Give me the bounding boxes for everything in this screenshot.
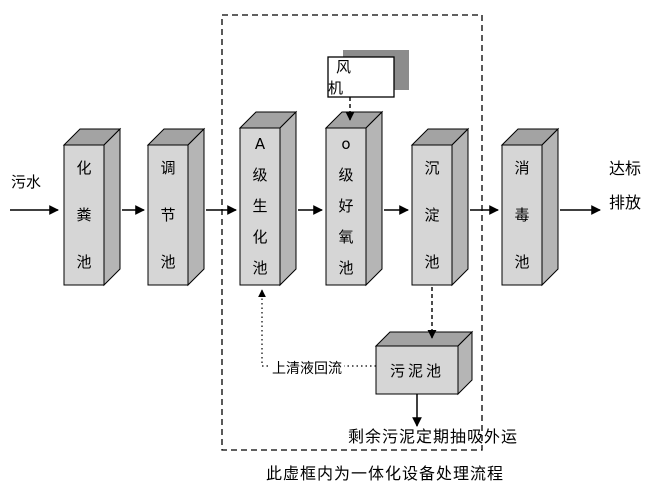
label-regulating-tank: 调节池 [148, 145, 188, 285]
label-a-stage-tank-text: A级生化池 [252, 135, 268, 277]
arrow-supernatant-reflux [258, 289, 376, 367]
fan-label: 风 机 [328, 58, 360, 97]
label-a-stage-tank: A级生化池 [240, 128, 280, 285]
box-sludge-tank [374, 330, 474, 396]
box-a-stage-biochemical-tank [238, 110, 298, 287]
label-septic-tank: 化粪池 [64, 145, 104, 285]
fan-box-body [327, 56, 395, 98]
label-disinfection-tank-text: 消毒池 [514, 158, 530, 271]
label-o-stage-tank-text: o级好氧池 [338, 135, 354, 277]
sludge-removal-note: 剩余污泥定期抽吸外运 [348, 427, 519, 446]
effluent-label: 达标排放 [608, 159, 641, 212]
label-sedimentation-tank-text: 沉淀池 [424, 158, 440, 271]
label-disinfection-tank: 消毒池 [502, 145, 542, 285]
label-regulating-tank-text: 调节池 [160, 158, 176, 271]
sludge-tank-label: 污泥池 [389, 361, 444, 380]
label-septic-tank-text: 化粪池 [76, 158, 92, 271]
diagram-caption: 此虚框内为一体化设备处理流程 [266, 464, 505, 483]
box-o-stage-aerobic-tank [324, 110, 384, 287]
box-regulating-tank [146, 127, 206, 287]
box-sedimentation-tank [410, 127, 470, 287]
supernatant-reflux-label: 上清液回流 [270, 358, 344, 378]
label-o-stage-tank: o级好氧池 [326, 128, 366, 285]
label-sedimentation-tank: 沉淀池 [412, 145, 452, 285]
integrated-equipment-dashed-frame [221, 14, 483, 451]
box-septic-tank [62, 127, 122, 287]
box-disinfection-tank [500, 127, 560, 287]
influent-label: 污水 [11, 173, 42, 191]
fan-box [327, 50, 409, 98]
